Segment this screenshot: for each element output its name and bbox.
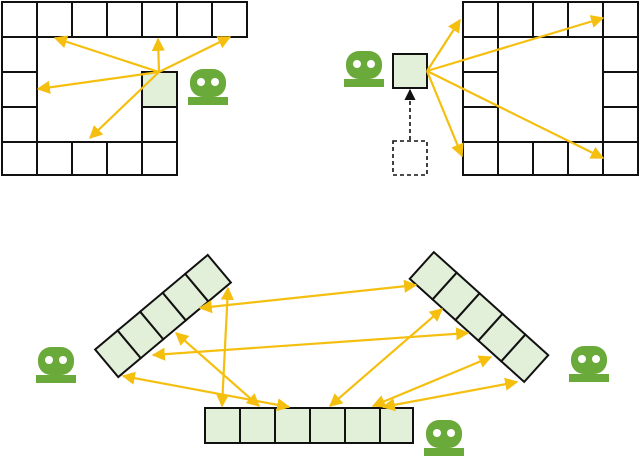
grid-cell (176, 1, 213, 38)
grid-cells (1, 1, 248, 176)
grid-cell (141, 141, 178, 176)
grid-cell (211, 1, 248, 38)
grid-cell (462, 141, 499, 176)
grid-cell (71, 141, 108, 176)
robot-icon (36, 347, 76, 383)
arrow-icon (426, 18, 461, 72)
arrows (121, 279, 519, 412)
grid-cell (106, 1, 143, 38)
panel-l-shaped-grid (1, 1, 248, 176)
arrow-icon (121, 371, 291, 412)
segment-cell (499, 333, 550, 384)
grid-cell (1, 36, 38, 73)
arrows (425, 15, 605, 159)
grid-cell (1, 1, 38, 38)
robot-icon (424, 420, 464, 456)
robot-icon (188, 69, 228, 105)
arrow-icon (329, 308, 443, 407)
arrow-icon (198, 279, 418, 314)
moved-cell-highlighted (392, 53, 428, 89)
grid-cell (1, 71, 38, 108)
grid-cell (567, 141, 604, 176)
arrow-icon (89, 71, 160, 139)
segment-left (93, 253, 233, 379)
grid-cell (602, 71, 639, 108)
arrow-icon (151, 37, 165, 73)
grid-cell-highlighted (141, 71, 178, 108)
arrow-icon (381, 377, 519, 412)
segment-cell (344, 407, 381, 444)
arrow-icon (426, 15, 605, 73)
arrow-icon (426, 70, 605, 159)
segment-bottom (204, 407, 414, 444)
arrows (36, 35, 232, 139)
segment-cell (239, 407, 276, 444)
grid-cell (36, 141, 73, 176)
segment-cell (379, 407, 414, 444)
arrow-icon (36, 70, 160, 94)
arrow-icon (53, 35, 160, 74)
grid-cell (602, 1, 639, 38)
grid-cell (532, 141, 569, 176)
grid-cell (141, 1, 178, 38)
arrow-icon (151, 327, 470, 361)
grid-cells (462, 1, 639, 176)
segment-cell (309, 407, 346, 444)
grid-cell (462, 71, 499, 108)
arrow-icon (425, 70, 464, 158)
panel-ring-grid (344, 1, 639, 176)
segment-cell (204, 407, 241, 444)
grid-cell (1, 141, 38, 176)
grid-cell (532, 1, 569, 38)
grid-cell (497, 141, 534, 176)
panel-segment-layout (36, 250, 609, 456)
segment-cell (274, 407, 311, 444)
grid-cell (141, 106, 178, 143)
grid-cell (71, 1, 108, 38)
grid-cell (106, 141, 143, 176)
grid-cell (602, 106, 639, 143)
grid-cell (462, 106, 499, 143)
robot-icon (344, 51, 384, 87)
grid-cell (1, 106, 38, 143)
grid-cell (602, 141, 639, 176)
moved-cell-origin (392, 140, 428, 176)
grid-cell (602, 36, 639, 73)
grid-cell (462, 1, 499, 38)
robot-icon (569, 346, 609, 382)
grid-cell (36, 1, 73, 38)
grid-cell (497, 1, 534, 38)
arrow-icon (158, 36, 232, 73)
arrow-icon (175, 332, 260, 407)
